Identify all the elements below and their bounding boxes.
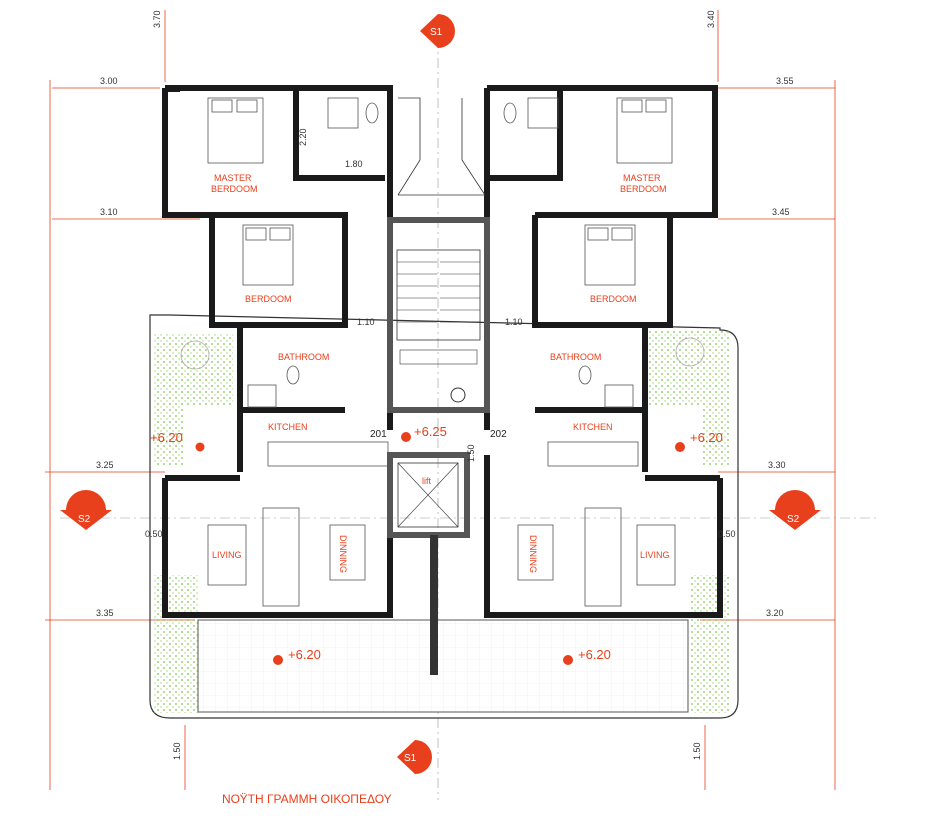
dim-row2-right: 3.45 bbox=[772, 207, 790, 217]
room-master-right-2: BERDOOM bbox=[620, 184, 667, 194]
room-bedroom-right: BERDOOM bbox=[590, 294, 637, 304]
dim-bottom-right-v: 1.50 bbox=[692, 742, 702, 760]
section-marker-s2-right: S2 bbox=[769, 490, 821, 530]
planters bbox=[153, 330, 730, 713]
dim-row3-left: 3.25 bbox=[96, 460, 114, 470]
level-core: +6.25 bbox=[414, 424, 447, 439]
section-label-s1-top: S1 bbox=[430, 27, 443, 38]
room-kitchen-right: KITCHEN bbox=[573, 422, 613, 432]
room-living-left: LIVING bbox=[212, 550, 242, 560]
room-master-left-2: BERDOOM bbox=[211, 184, 258, 194]
dim-side-left: 0.50 bbox=[145, 529, 163, 539]
room-dining-left: DINNING bbox=[338, 535, 348, 573]
room-kitchen-left: KITCHEN bbox=[268, 422, 308, 432]
dimension-labels: 3.70 3.40 3.00 3.55 3.10 3.45 3.25 3.30 … bbox=[96, 10, 794, 760]
room-dining-right: DINNING bbox=[528, 535, 538, 573]
dim-row1-right: 3.55 bbox=[776, 76, 794, 86]
section-label-s1-bottom: S1 bbox=[404, 753, 417, 764]
unit-202: 202 bbox=[490, 429, 507, 440]
section-label-s2-right: S2 bbox=[787, 514, 800, 525]
dim-top-left-v: 3.70 bbox=[152, 10, 162, 28]
section-marker-s1-top: S1 bbox=[420, 14, 455, 48]
core bbox=[387, 97, 490, 675]
room-labels: MASTER BERDOOM MASTER BERDOOM BERDOOM BE… bbox=[211, 173, 670, 573]
section-label-s2-left: S2 bbox=[78, 514, 91, 525]
room-bathroom-right: BATHROOM bbox=[550, 352, 601, 362]
dim-side-right: 0.50 bbox=[718, 529, 736, 539]
terrace-floor bbox=[197, 619, 689, 713]
dim-bath-width: 1.80 bbox=[345, 159, 363, 169]
dim-row2-left: 3.10 bbox=[100, 207, 118, 217]
furniture-left bbox=[207, 97, 389, 607]
dim-row4-left: 3.35 bbox=[96, 608, 114, 618]
room-bedroom-left: BERDOOM bbox=[245, 294, 292, 304]
section-marker-s2-left: S2 bbox=[60, 490, 112, 530]
dim-row3-right: 3.30 bbox=[768, 460, 786, 470]
level-balcony-right: +6.20 bbox=[578, 647, 611, 662]
furniture-right bbox=[503, 97, 676, 607]
room-master-left-1: MASTER bbox=[214, 173, 252, 183]
level-balcony-left: +6.20 bbox=[288, 647, 321, 662]
dim-corridor-right: 1.10 bbox=[505, 317, 523, 327]
dim-core-v: 1.50 bbox=[466, 444, 476, 462]
boundary-label: ΝΟΫΤΗ ΓΡΑΜΜΗ ΟΙΚΟΠΕΔΟΥ bbox=[222, 792, 392, 806]
room-lift: lift bbox=[422, 476, 431, 486]
level-terrace-left: +6.20 bbox=[150, 430, 183, 445]
dim-row1-left: 3.00 bbox=[100, 76, 118, 86]
section-marker-s1-bottom: S1 bbox=[397, 740, 432, 774]
level-markers bbox=[194, 432, 685, 665]
room-master-right-1: MASTER bbox=[623, 173, 661, 183]
dim-top-right-v: 3.40 bbox=[706, 10, 716, 28]
room-bathroom-left: BATHROOM bbox=[278, 352, 329, 362]
accessible-icon bbox=[450, 387, 466, 403]
dim-bath-height: 2.20 bbox=[298, 128, 308, 146]
dim-bottom-left-v: 1.50 bbox=[172, 742, 182, 760]
level-labels: +6.20 +6.20 +6.25 +6.20 +6.20 bbox=[150, 424, 723, 662]
dim-row4-right: 3.20 bbox=[766, 608, 784, 618]
dim-corridor-left: 1.10 bbox=[357, 317, 375, 327]
room-living-right: LIVING bbox=[640, 550, 670, 560]
unit-201: 201 bbox=[370, 429, 387, 440]
level-terrace-right: +6.20 bbox=[690, 430, 723, 445]
